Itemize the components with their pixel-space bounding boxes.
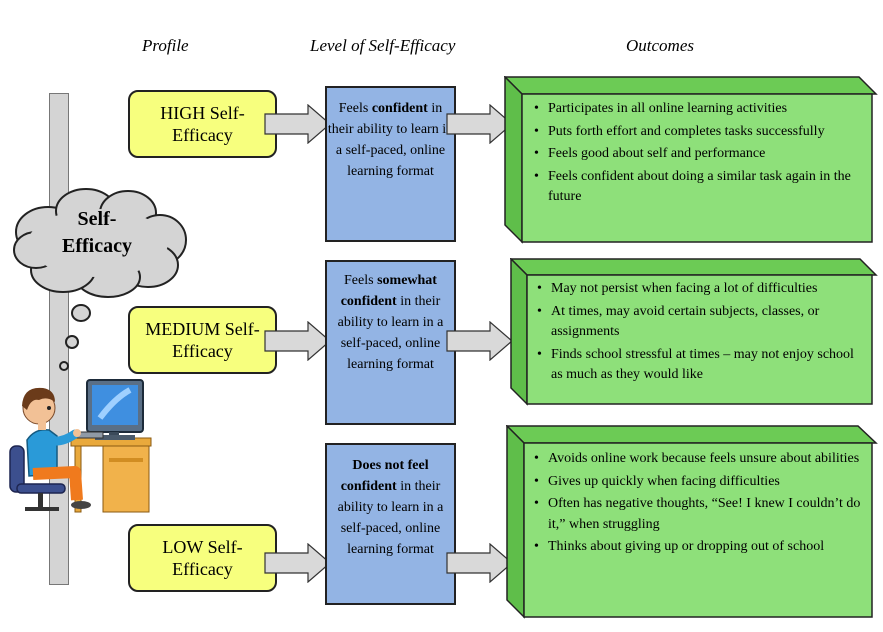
arrow-profile-to-level-medium <box>264 321 331 361</box>
outcome-high-item: Feels confident about doing a similar ta… <box>531 167 866 208</box>
arrow-profile-to-level-low <box>264 543 331 583</box>
profile-high-line2: Efficacy <box>172 125 233 145</box>
cloud-label-line1: Self- <box>77 208 117 230</box>
profile-low-line1: LOW Self- <box>162 537 243 557</box>
level-medium-pre: Feels <box>344 273 378 288</box>
student-computer-illustration <box>9 379 152 513</box>
outcome-medium-item: At times, may avoid certain subjects, cl… <box>534 302 864 343</box>
outcome-list-medium: May not persist when facing a lot of dif… <box>534 279 864 388</box>
outcome-low-item: Often has negative thoughts, “See! I kne… <box>531 494 866 535</box>
arrow-profile-to-level-high <box>264 104 331 144</box>
level-high-post: in their ability to learn in a self-pace… <box>327 101 454 179</box>
level-low: Does not feel confident in their ability… <box>325 443 456 605</box>
outcome-list-high: Participates in all online learning acti… <box>531 99 866 210</box>
outcome-list-low: Avoids online work because feels unsure … <box>531 449 866 560</box>
level-medium: Feels somewhat confident in their abilit… <box>325 260 456 425</box>
profile-high-line1: HIGH Self- <box>160 103 245 123</box>
profile-medium-line2: Efficacy <box>172 341 233 361</box>
level-low-post: in their ability to learn in a self-pace… <box>337 479 444 557</box>
level-high-pre: Feels <box>338 101 372 116</box>
outcome-medium-item: May not persist when facing a lot of dif… <box>534 279 864 300</box>
outcome-low-item: Avoids online work because feels unsure … <box>531 449 866 470</box>
cloud-label: Self- Efficacy <box>40 206 154 260</box>
header-level: Level of Self-Efficacy <box>310 36 456 55</box>
outcome-low-item: Gives up quickly when facing difficultie… <box>531 472 866 493</box>
profile-low: LOW Self- Efficacy <box>128 524 277 592</box>
level-high: Feels confident in their ability to lear… <box>325 86 456 242</box>
cloud-label-line2: Efficacy <box>62 235 132 257</box>
profile-medium-line1: MEDIUM Self- <box>145 319 260 339</box>
arrow-level-to-outcome-high <box>446 104 513 144</box>
level-medium-bold: somewhat confident <box>340 273 437 309</box>
thought-cloud <box>13 188 187 371</box>
outcome-medium-item: Finds school stressful at times – may no… <box>534 345 864 386</box>
profile-high: HIGH Self- Efficacy <box>128 90 277 158</box>
profile-low-line2: Efficacy <box>172 559 233 579</box>
level-medium-post: in their ability to learn in a self-pace… <box>337 294 444 372</box>
profile-medium: MEDIUM Self- Efficacy <box>128 306 277 374</box>
header-profile: Profile <box>142 36 189 55</box>
arrow-level-to-outcome-low <box>446 543 513 583</box>
level-low-bold: Does not feel confident <box>340 458 429 494</box>
outcome-high-item: Participates in all online learning acti… <box>531 99 866 120</box>
header-outcomes: Outcomes <box>626 36 694 55</box>
outcome-high-item: Feels good about self and performance <box>531 144 866 165</box>
level-high-bold: confident <box>371 101 428 116</box>
outcome-high-item: Puts forth effort and completes tasks su… <box>531 122 866 143</box>
arrow-level-to-outcome-medium <box>446 321 513 361</box>
outcome-low-item: Thinks about giving up or dropping out o… <box>531 537 866 558</box>
